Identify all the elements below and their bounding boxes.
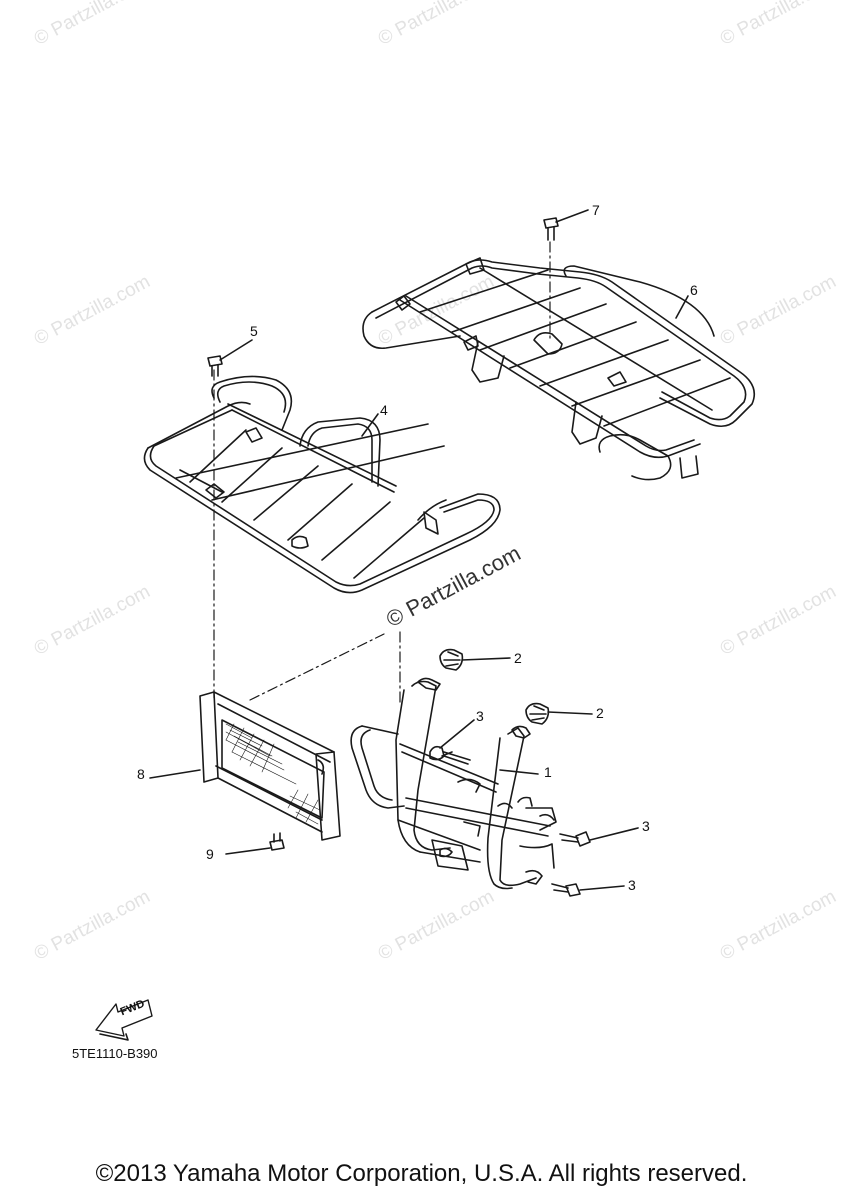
callout-7: 7: [592, 202, 600, 218]
leader-6: [675, 295, 689, 319]
callout-3b: 3: [642, 818, 650, 834]
bolt-3-drawing: [429, 719, 639, 897]
leader-1: [499, 769, 539, 775]
alignment-lines: [213, 241, 551, 705]
callout-2a: 2: [514, 650, 522, 666]
callout-1: 1: [544, 764, 552, 780]
diagram-code: 5TE1110-B390: [72, 1046, 158, 1061]
grille-drawing: [149, 691, 341, 841]
leader-4: [361, 413, 379, 437]
copyright-notice: ©2013 Yamaha Motor Corporation, U.S.A. A…: [95, 1160, 748, 1187]
damper-drawing: [439, 648, 593, 725]
callout-3a: 3: [476, 708, 484, 724]
callout-8: 8: [137, 766, 145, 782]
bolt-5-drawing: [207, 339, 253, 377]
callout-2b: 2: [596, 705, 604, 721]
callout-3c: 3: [628, 877, 636, 893]
bolt-7-drawing: [543, 209, 589, 241]
callout-6: 6: [690, 282, 698, 298]
bolt-9-drawing: [225, 832, 285, 855]
callout-9: 9: [206, 846, 214, 862]
fwd-arrow-icon: [95, 999, 153, 1041]
callout-4: 4: [380, 402, 388, 418]
rear-carrier-drawing: [362, 257, 756, 481]
grille-mesh: [225, 723, 321, 825]
bumper-drawing: [350, 677, 557, 890]
callout-5: 5: [250, 323, 258, 339]
front-carrier-drawing: [143, 375, 501, 594]
